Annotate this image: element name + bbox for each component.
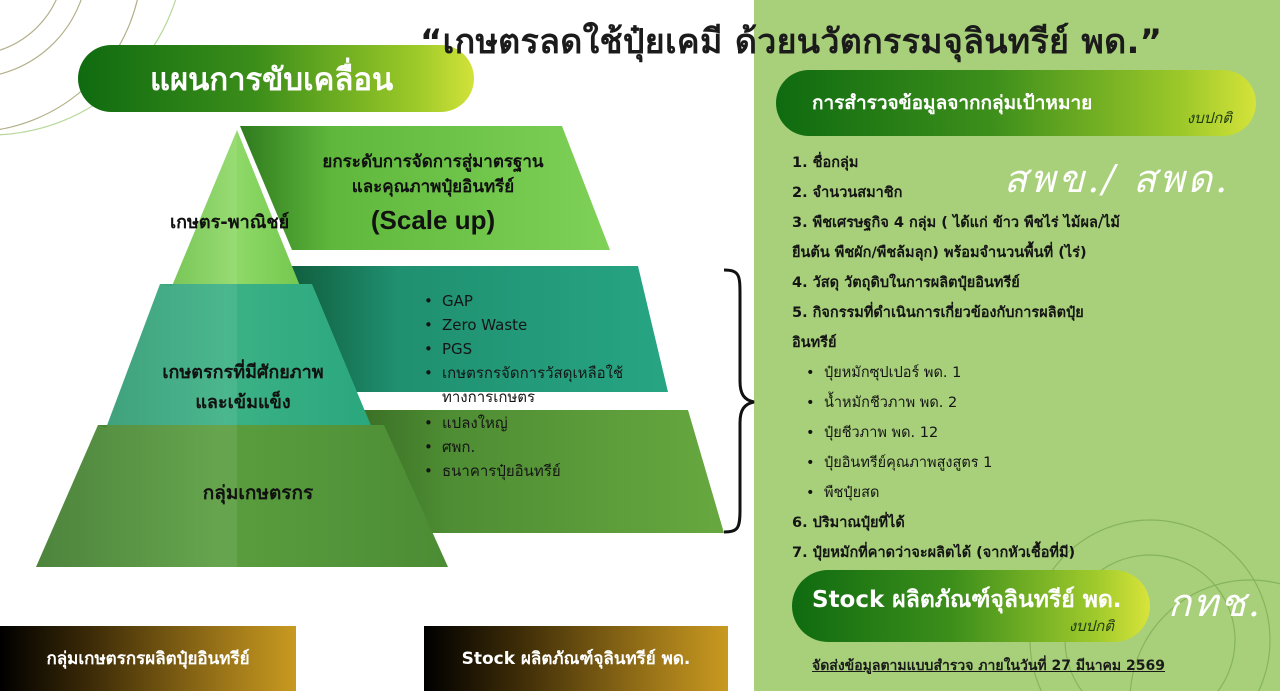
survey-budget-note: งบปกติ [1186, 109, 1232, 127]
scale-up-label: (Scale up) [370, 205, 496, 235]
level-3-block [36, 425, 448, 567]
survey-item: 5. กิจกรรมที่ดำเนินการเกี่ยวข้องกับการผล… [792, 305, 1084, 321]
farmer-group-box: กลุ่มเกษตรกรผลิตปุ๋ยอินทรีย์ [0, 626, 296, 691]
level-2-title: เกษตรกรที่มีศักยภาพ และเข้มแข็ง [138, 358, 348, 418]
level-1-detail-line: ยกระดับการจัดการสู่มาตรฐาน [322, 152, 544, 172]
survey-item: 1. ชื่อกลุ่ม [792, 155, 859, 171]
plan-header: แผนการขับเคลื่อน [78, 45, 474, 112]
bullet-item: •PGS [424, 340, 473, 358]
level-2-bullets: •GAP •Zero Waste •PGS •เกษตรกรจัดการวัสด… [424, 289, 623, 409]
bullet-item: •ธนาคารปุ๋ยอินทรีย์ [424, 462, 561, 480]
stock-box: Stock ผลิตภัณฑ์จุลินทรีย์ พด. [424, 626, 728, 691]
survey-sub-item: ปุ๋ยอินทรีย์คุณภาพสูงสูตร 1 [792, 448, 1212, 478]
level-2-block [106, 284, 372, 428]
level-1-block [172, 130, 300, 286]
level-1-detail-line: และคุณภาพปุ๋ยอินทรีย์ [351, 177, 515, 197]
level-3-bullets: •แปลงใหญ่ •ศพก. •ธนาคารปุ๋ยอินทรีย์ [424, 411, 561, 483]
stock-header-label: Stock ผลิตภัณฑ์จุลินทรีย์ พด. [812, 587, 1122, 613]
stock-header: Stock ผลิตภัณฑ์จุลินทรีย์ พด. งบปกติ [792, 570, 1150, 642]
bullet-item: •แปลงใหญ่ [424, 414, 508, 432]
survey-header: การสำรวจข้อมูลจากกลุ่มเป้าหมาย งบปกติ [776, 70, 1256, 136]
survey-item: 7. ปุ๋ยหมักที่คาดว่าจะผลิตได้ (จากหัวเชื… [792, 545, 1076, 561]
survey-sub-item: น้ำหมักชีวภาพ พด. 2 [792, 388, 1212, 418]
survey-item: อินทรีย์ [792, 335, 837, 351]
survey-item: 3. พืชเศรษฐกิจ 4 กลุ่ม ( ได้แก่ ข้าว พืช… [792, 215, 1120, 231]
bullet-item: •Zero Waste [424, 316, 528, 334]
survey-item: 6. ปริมาณปุ๋ยที่ได้ [792, 515, 905, 531]
survey-item: ยืนต้น พืชผัก/พืชล้มลุก) พร้อมจำนวนพื้นท… [792, 245, 1087, 261]
level-1-title: เกษตร-พาณิชย์ [170, 212, 290, 233]
bullet-item: •เกษตรกรจัดการวัสดุเหลือใช้ [424, 364, 624, 382]
survey-item: 2. จำนวนสมาชิก [792, 185, 903, 201]
bullet-continuation: ทางการเกษตร [442, 388, 536, 406]
curly-brace-icon [723, 268, 755, 534]
stock-handwritten-note: กทช. [1168, 581, 1262, 625]
survey-sub-item: ปุ๋ยชีวภาพ พด. 12 [792, 418, 1212, 448]
level-2-title-line: เกษตรกรที่มีศักยภาพ [162, 362, 324, 383]
survey-items: 1. ชื่อกลุ่ม 2. จำนวนสมาชิก 3. พืชเศรษฐก… [792, 148, 1212, 568]
level-3-title: กลุ่มเกษตรกร [202, 482, 314, 504]
pyramid-diagram [36, 126, 724, 567]
bullet-item: •ศพก. [424, 438, 476, 456]
survey-sub-item: พืชปุ๋ยสด [792, 478, 1212, 508]
level-1-detail: ยกระดับการจัดการสู่มาตรฐาน และคุณภาพปุ๋ย… [278, 150, 588, 240]
bullet-item: •GAP [424, 292, 473, 310]
survey-header-label: การสำรวจข้อมูลจากกลุ่มเป้าหมาย [812, 92, 1093, 114]
level-2-band [282, 266, 668, 392]
level-2-title-line: และเข้มแข็ง [195, 392, 291, 413]
survey-handwritten-note: สพข./ สพด. [1004, 157, 1231, 201]
plan-header-label: แผนการขับเคลื่อน [150, 61, 394, 98]
level-1-band [240, 126, 610, 250]
stock-budget-note: งบปกติ [1068, 617, 1114, 635]
survey-sub-item: ปุ๋ยหมักซุปเปอร์ พด. 1 [792, 358, 1212, 388]
deadline-note: จัดส่งข้อมูลตามแบบสำรวจ ภายในวันที่ 27 ม… [812, 658, 1165, 674]
survey-item: 4. วัสดุ วัตถุดิบในการผลิตปุ๋ยอินทรีย์ [792, 275, 1020, 291]
main-title: “เกษตรลดใช้ปุ๋ยเคมี ด้วยนวัตกรรมจุลินทรี… [420, 22, 1163, 62]
